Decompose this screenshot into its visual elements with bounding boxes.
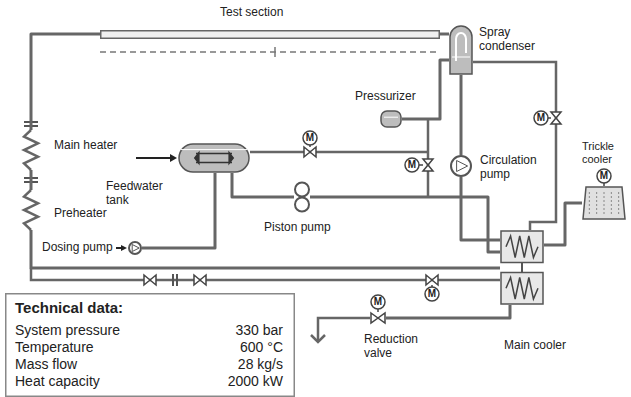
motor-actuators [303, 111, 611, 309]
test-section-shape [100, 30, 440, 39]
reduction-valve-shape [370, 312, 386, 324]
main-cooler-shape [500, 230, 544, 305]
equipment-label: Dosing pump [42, 240, 113, 254]
feedwater-tank-shape [178, 143, 250, 173]
trickle-cooler-shape [582, 186, 626, 220]
motor-label: M [371, 295, 385, 309]
main-cooler: Main cooler [500, 230, 544, 305]
main-heater: Main heater [24, 130, 38, 170]
pipe [386, 305, 510, 318]
motor-label: M [534, 111, 548, 125]
main-heater-shape [24, 130, 38, 170]
preheater: Preheater [24, 190, 38, 230]
pipe [461, 177, 500, 240]
table-value: 2000 kW [228, 373, 283, 389]
spray-condenser: Spray condenser [449, 25, 473, 75]
equipment-label: Reduction valve [364, 332, 426, 360]
actuator-stems [310, 118, 604, 312]
motor-label: M [425, 287, 439, 301]
table-key: System pressure [15, 322, 120, 338]
pipe [310, 197, 500, 252]
piston-pump-shape [294, 182, 310, 212]
pipe [31, 230, 500, 268]
pressurizer-vessel: Pressurizer [380, 110, 402, 128]
motor-label: M [303, 131, 317, 145]
table-value: 330 bar [236, 322, 283, 338]
trickle-cooler: Trickle cooler [582, 186, 626, 220]
feedwater-tank: Feedwater tank [178, 143, 250, 173]
spray-condenser-shape [449, 25, 473, 75]
equipment-label: Piston pump [264, 220, 331, 234]
pipe [30, 170, 33, 190]
circulation-pump: Circulation pump [450, 155, 472, 177]
pipe [544, 203, 582, 245]
technical-data-table: Technical data: System pressure 330 barTem… [5, 293, 295, 397]
pipe [232, 173, 294, 197]
equipment-label: Feedwater tank [106, 179, 172, 207]
motor-label: M [405, 158, 419, 172]
valves [144, 112, 561, 285]
table-value: 28 kg/s [238, 356, 283, 372]
equipment-label: Test section [220, 5, 283, 19]
equipment-label: Spray condenser [479, 25, 543, 53]
preheater-shape [24, 190, 38, 230]
table-value: 600 °C [240, 339, 283, 355]
dosing-pump: Dosing pump [128, 241, 142, 255]
equipment-label: Main heater [54, 138, 117, 152]
test-section: Test section [100, 30, 440, 39]
pipe [460, 75, 463, 155]
motor-label: M [597, 169, 611, 183]
table-key: Mass flow [15, 356, 77, 372]
equipment-label: Pressurizer [355, 89, 416, 103]
table-heading: Technical data: [15, 299, 123, 317]
equipment-label: Main cooler [504, 338, 566, 352]
flanges [24, 122, 177, 286]
pressurizer-vessel-shape [380, 110, 402, 128]
reduction-valve: Reduction valve [370, 312, 386, 324]
equipment-label: Circulation pump [480, 153, 546, 181]
dosing-pump-shape [128, 241, 142, 255]
table-key: Heat capacity [15, 373, 100, 389]
circulation-pump-shape [450, 155, 472, 177]
equipment-label: Trickle cooler [582, 140, 628, 166]
piston-pump: Piston pump [294, 182, 310, 212]
equipment-label: Preheater [54, 206, 107, 220]
pipe [31, 34, 100, 130]
bypass-line [100, 47, 440, 57]
table-key: Temperature [15, 339, 94, 355]
pipe [440, 33, 449, 36]
